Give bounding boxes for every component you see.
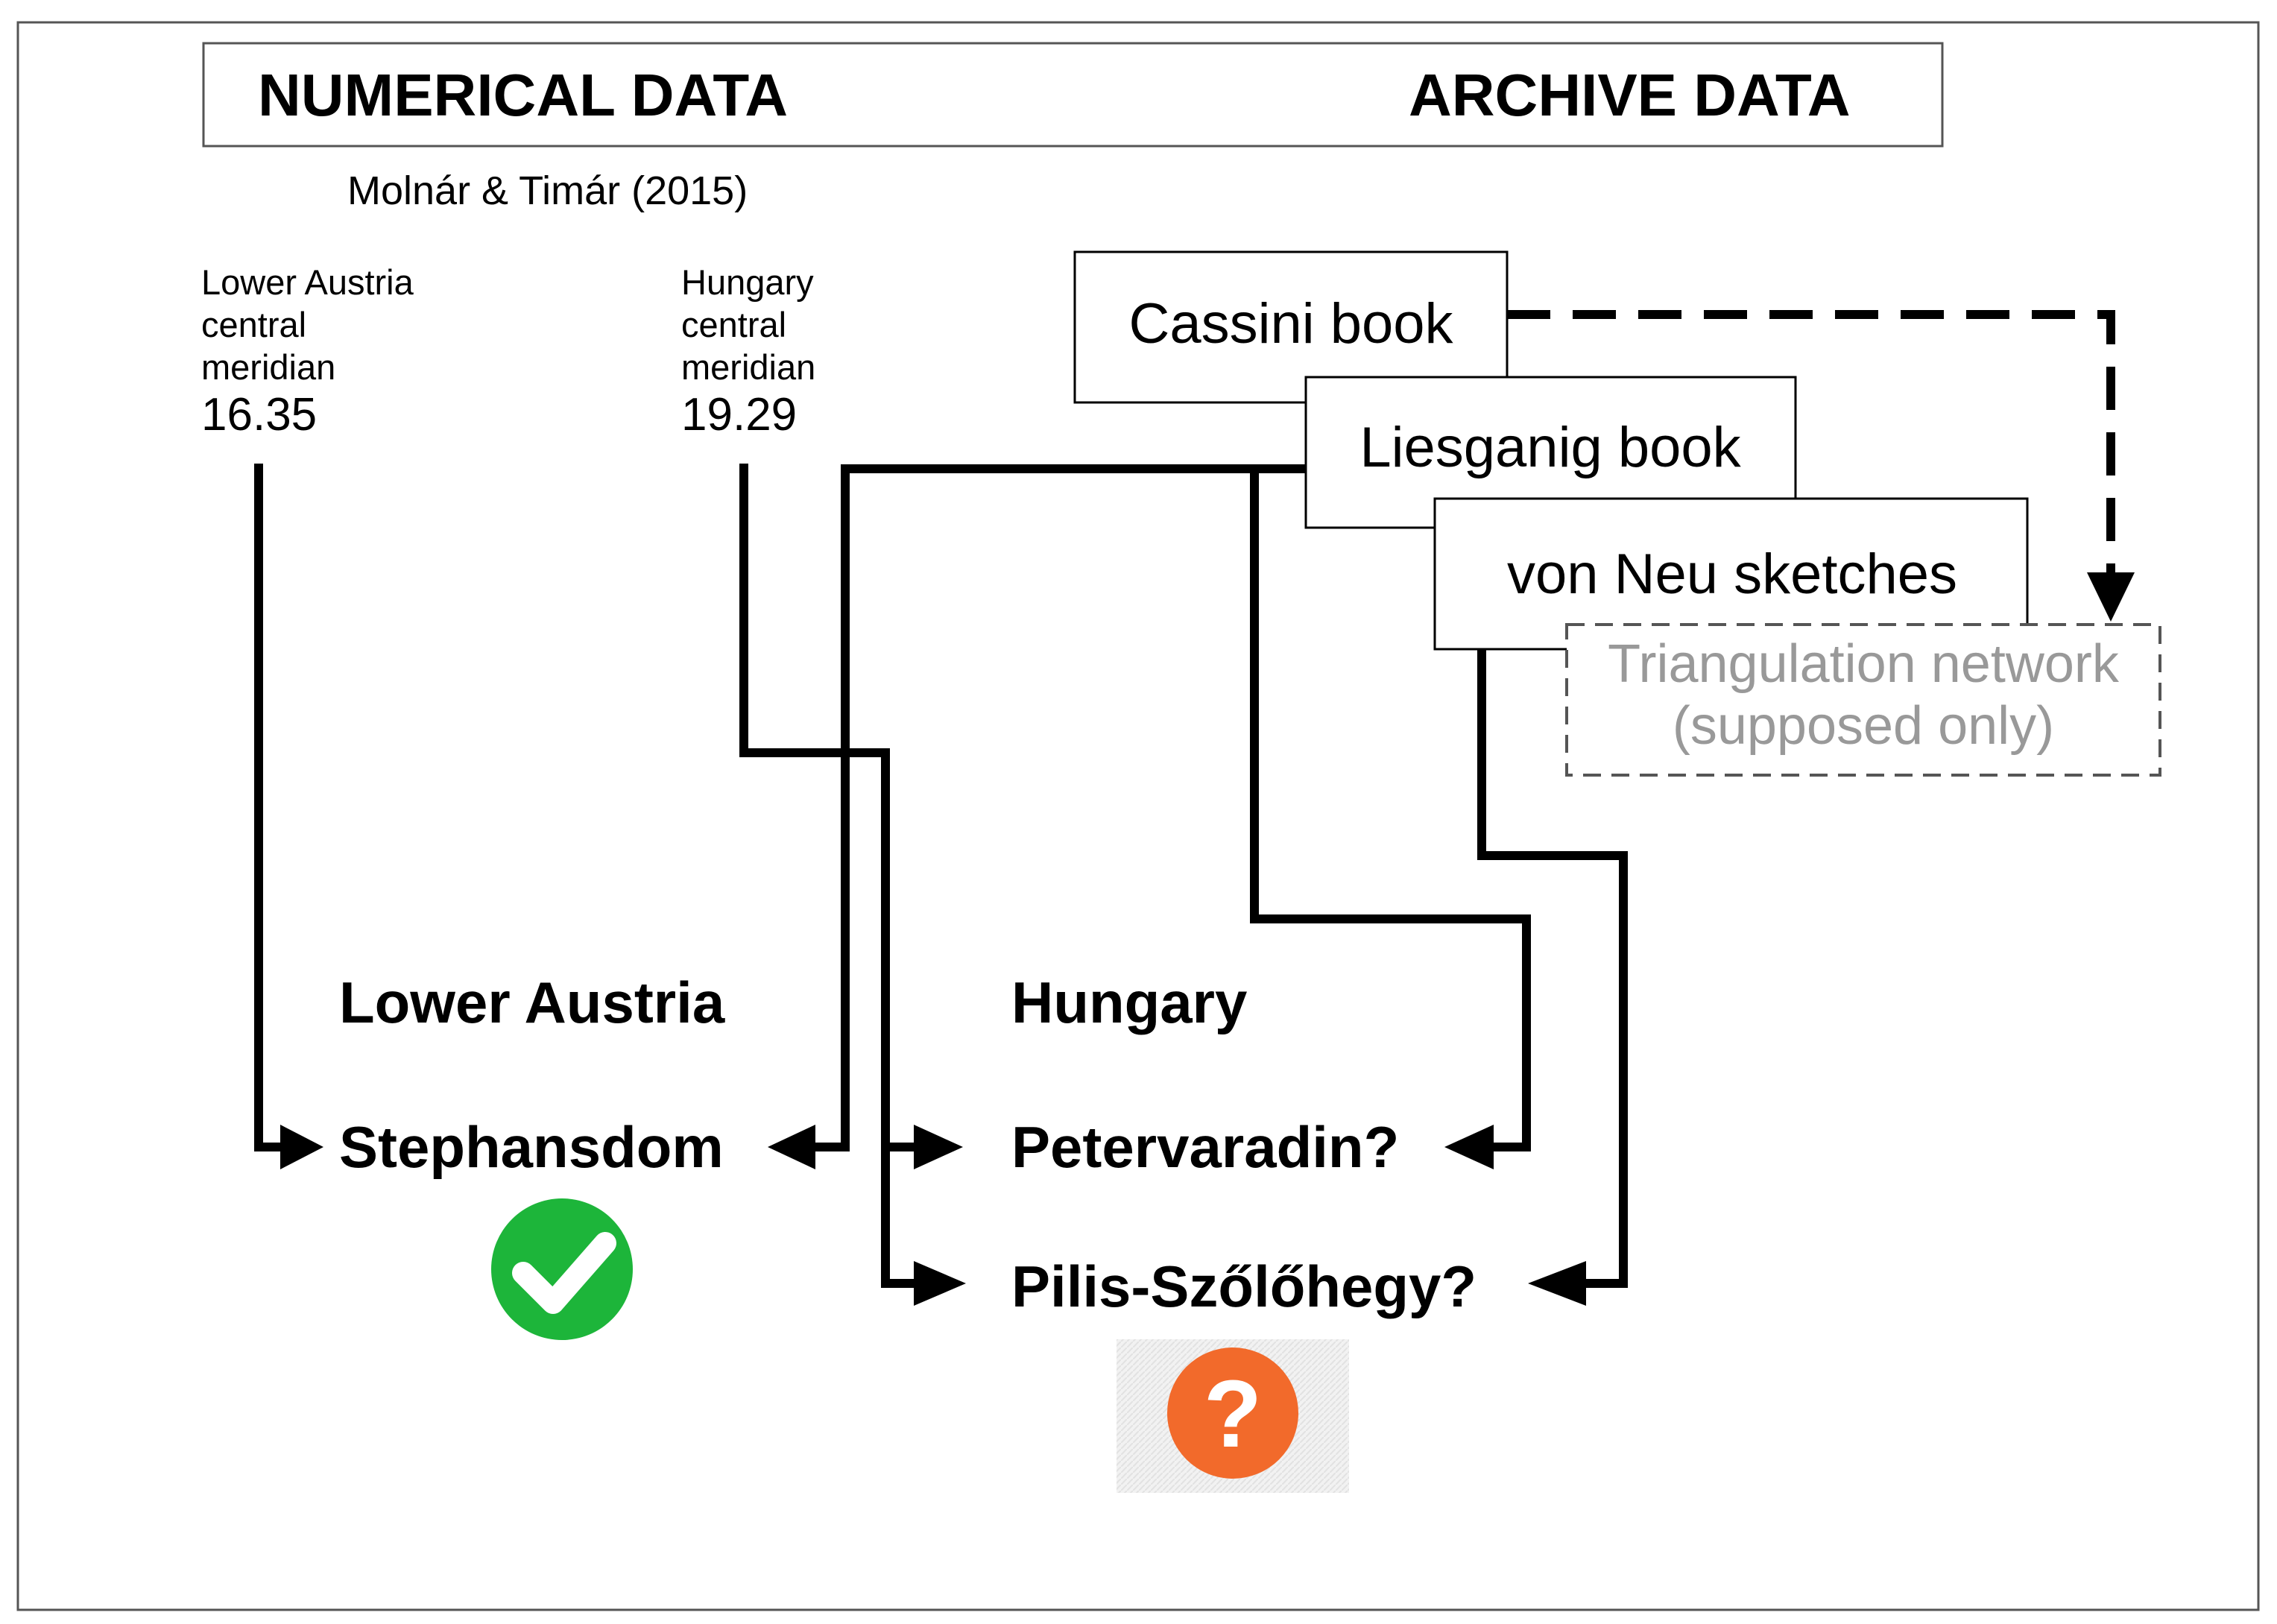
arrowhead-to-stephansdom-left <box>280 1125 323 1169</box>
connector-vonneu-to-pilis <box>1477 647 1628 1288</box>
header-box <box>202 42 1944 148</box>
region-hungary: Hungary <box>1011 970 1247 1035</box>
connector-lines <box>254 464 1628 1288</box>
triangulation-label-line-2: (supposed only) <box>1673 696 2054 756</box>
von-neu-box <box>1433 497 2029 651</box>
arrowheads <box>280 572 2135 1306</box>
triangulation-box <box>1565 623 2161 777</box>
target-petervaradin: Petervaradin? <box>1011 1114 1399 1180</box>
citation: Molnár & Timár (2015) <box>347 168 748 213</box>
arrowhead-to-petervaradin-left <box>914 1125 963 1169</box>
numerical-data-title: NUMERICAL DATA <box>258 62 788 128</box>
hungary-meridian-value: 19.29 <box>681 389 797 440</box>
archive-data-title: ARCHIVE DATA <box>1409 62 1851 128</box>
lower-austria-meridian-line-3: meridian <box>201 347 335 387</box>
connector-cassini-to-triangulation <box>1507 310 2115 581</box>
connector-liesganig-to-petervaradin <box>1250 469 1531 1151</box>
arrowhead-to-pilis-left <box>914 1261 966 1306</box>
connector-liesganig-to-stephansdom <box>811 464 1308 1151</box>
lower-austria-meridian-line-2: central <box>201 305 306 344</box>
hungary-meridian-line-2: central <box>681 305 786 344</box>
lower-austria-meridian-value: 16.35 <box>201 389 317 440</box>
arrowhead-to-petervaradin-right <box>1444 1125 1494 1169</box>
liesganig-label: Liesganig book <box>1359 416 1741 479</box>
arrowhead-to-pilis-right <box>1528 1261 1586 1306</box>
question-glyph: ? <box>1204 1361 1262 1467</box>
region-lower-austria: Lower Austria <box>339 970 725 1035</box>
arrowhead-to-stephansdom-right <box>768 1125 815 1169</box>
connector-hu-meridian-branch <box>739 464 917 1288</box>
arrowhead-to-triangulation <box>2087 572 2135 622</box>
hungary-meridian-line-3: meridian <box>681 347 815 387</box>
target-stephansdom: Stephansdom <box>339 1114 724 1180</box>
question-icon: ? <box>1117 1339 1349 1493</box>
target-pilis: Pilis-Szőlőhegy? <box>1011 1254 1477 1319</box>
hungary-meridian-line-1: Hungary <box>681 262 814 302</box>
connector-la-meridian-to-stephansdom <box>254 464 283 1151</box>
checkmark-icon <box>491 1198 633 1340</box>
lower-austria-meridian-line-1: Lower Austria <box>201 262 414 302</box>
triangulation-label-line-1: Triangulation network <box>1608 634 2120 694</box>
cassini-label: Cassini book <box>1128 292 1453 356</box>
von-neu-label: von Neu sketches <box>1507 543 1957 606</box>
